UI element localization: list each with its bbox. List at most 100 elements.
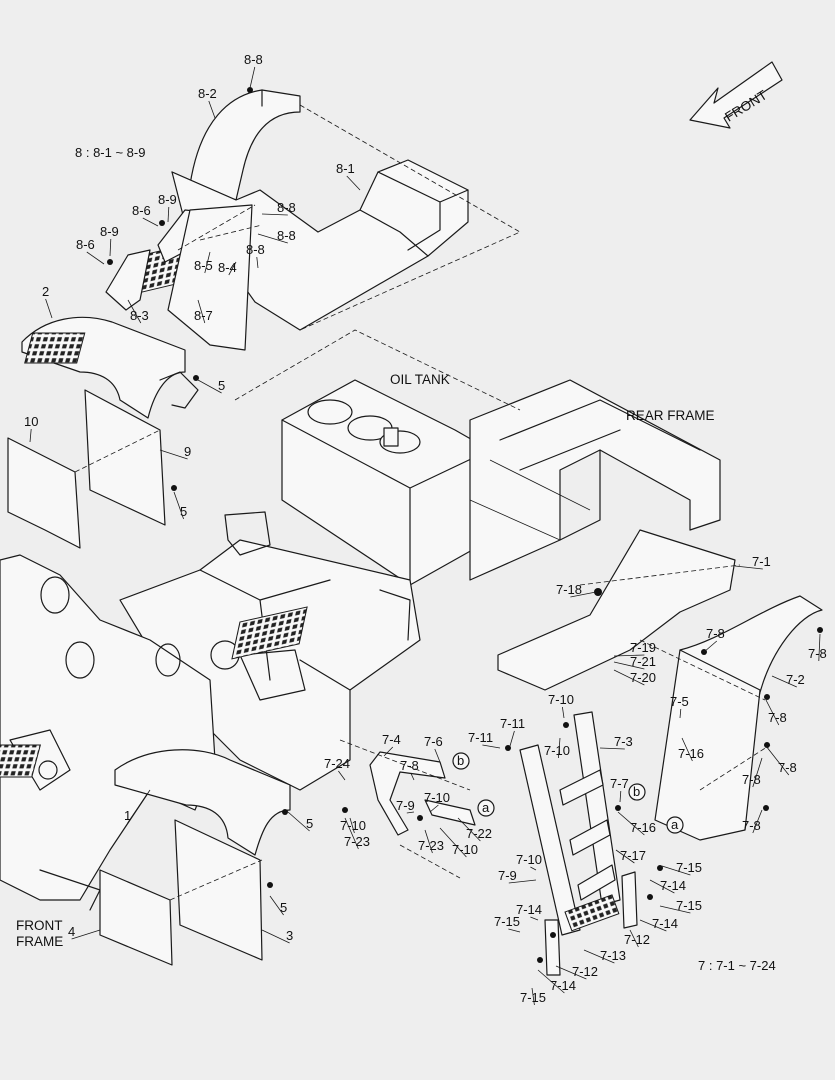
callout-a-2: a bbox=[666, 816, 684, 834]
mudguard-3 bbox=[174, 819, 263, 961]
leader-line bbox=[261, 213, 288, 216]
part-label: 7-23 bbox=[344, 834, 370, 849]
callout-b-1: b bbox=[452, 752, 470, 770]
bolt-markers bbox=[107, 87, 823, 963]
part-label: 8-1 bbox=[336, 161, 355, 176]
leader-line bbox=[619, 790, 622, 803]
part-label: 8-4 bbox=[218, 260, 237, 275]
front-direction-arrow: FRONT bbox=[689, 61, 783, 129]
part-label: 7-19 bbox=[630, 640, 656, 655]
leader-line bbox=[142, 217, 159, 227]
part-label: 7-3 bbox=[614, 734, 633, 749]
leader-line bbox=[734, 565, 763, 570]
part-label: 7-10 bbox=[452, 842, 478, 857]
leader-line bbox=[555, 965, 587, 980]
fender-7-2 bbox=[654, 595, 823, 841]
leader-line bbox=[349, 817, 355, 834]
ladder-7-3 bbox=[519, 711, 638, 976]
part-label: 4 bbox=[68, 924, 75, 939]
part-label: 8-7 bbox=[194, 308, 213, 323]
leader-line bbox=[765, 699, 780, 726]
leader-line bbox=[818, 633, 821, 662]
callout-a-1-text: a bbox=[482, 800, 490, 815]
leader-line bbox=[508, 928, 521, 933]
fender-2 bbox=[21, 316, 199, 419]
part-label: 1 bbox=[124, 808, 131, 823]
part-label: 7-14 bbox=[516, 902, 542, 917]
part-label: 7-9 bbox=[396, 798, 415, 813]
leader-line bbox=[530, 866, 537, 871]
part-label: 8-6 bbox=[132, 203, 151, 218]
part-label: 7-17 bbox=[620, 848, 646, 863]
leader-line bbox=[558, 737, 561, 759]
leader-line bbox=[531, 987, 535, 1006]
part-label: 7-9 bbox=[498, 868, 517, 883]
leader-line bbox=[508, 879, 537, 884]
part-label: 7-18 bbox=[556, 582, 582, 597]
leader-line bbox=[681, 737, 693, 762]
leader-line bbox=[615, 849, 635, 864]
part-label: 7-15 bbox=[676, 898, 702, 913]
part-label: 8-8 bbox=[244, 52, 263, 67]
part-label: 5 bbox=[180, 504, 187, 519]
part-label: 7-10 bbox=[544, 743, 570, 758]
leader-line bbox=[661, 865, 691, 876]
leader-line bbox=[346, 175, 361, 191]
mudguard-4 bbox=[99, 869, 173, 966]
part-label: 7-13 bbox=[600, 948, 626, 963]
part-label: 7-10 bbox=[424, 790, 450, 805]
part-label: 5 bbox=[306, 816, 313, 831]
part-label: 7-8 bbox=[400, 758, 419, 773]
part-label: 8-9 bbox=[100, 224, 119, 239]
callout-b-1-text: b bbox=[457, 753, 464, 768]
leader-line bbox=[583, 949, 615, 964]
leader-line bbox=[570, 591, 597, 598]
leader-line bbox=[197, 379, 222, 394]
mudguard-10 bbox=[7, 437, 81, 549]
leader-line bbox=[167, 206, 170, 223]
leader-line bbox=[29, 428, 32, 443]
leader-line bbox=[439, 827, 467, 858]
part-label-leaders bbox=[29, 66, 821, 1006]
leader-line bbox=[261, 929, 290, 944]
part-label: 7-24 bbox=[324, 756, 350, 771]
group-7-note: 7 : 7-1 ~ 7-24 bbox=[698, 958, 776, 973]
oil-tank-label: OIL TANK bbox=[390, 372, 450, 387]
rear-frame bbox=[469, 379, 721, 581]
leader-line bbox=[537, 969, 565, 994]
cover-8-7 bbox=[167, 204, 253, 351]
part-label: 8-6 bbox=[76, 237, 95, 252]
leader-line bbox=[127, 299, 142, 324]
leader-line bbox=[434, 748, 441, 763]
part-label: 8-8 bbox=[246, 242, 265, 257]
leader-line bbox=[649, 879, 675, 894]
leader-line bbox=[482, 744, 501, 749]
part-label: 5 bbox=[280, 900, 287, 915]
leader-line bbox=[249, 66, 256, 89]
oil-tank bbox=[281, 379, 491, 586]
part-label: 7-6 bbox=[424, 734, 443, 749]
fender-1 bbox=[0, 744, 291, 856]
part-label: 7-14 bbox=[660, 878, 686, 893]
part-label: 7-15 bbox=[676, 860, 702, 875]
leader-line bbox=[599, 747, 625, 750]
leader-line bbox=[639, 919, 667, 932]
part-label: 8-8 bbox=[277, 228, 296, 243]
leader-line bbox=[429, 804, 439, 813]
leader-line bbox=[613, 661, 645, 670]
leader-line bbox=[562, 706, 565, 719]
leader-line bbox=[256, 256, 259, 269]
part-label: 7-16 bbox=[630, 820, 656, 835]
leader-line bbox=[659, 905, 691, 914]
front-frame-label-2: FRAME bbox=[16, 934, 63, 949]
leader-line bbox=[45, 298, 53, 319]
part-label: 7-5 bbox=[670, 694, 689, 709]
leader-line bbox=[383, 746, 394, 757]
leader-line bbox=[109, 238, 112, 257]
callout-a-2-text: a bbox=[671, 817, 679, 832]
part-label: 7-8 bbox=[742, 772, 761, 787]
group-8-note: 8 : 8-1 ~ 8-9 bbox=[75, 145, 145, 160]
front-frame-label-1: FRONT bbox=[16, 918, 63, 933]
